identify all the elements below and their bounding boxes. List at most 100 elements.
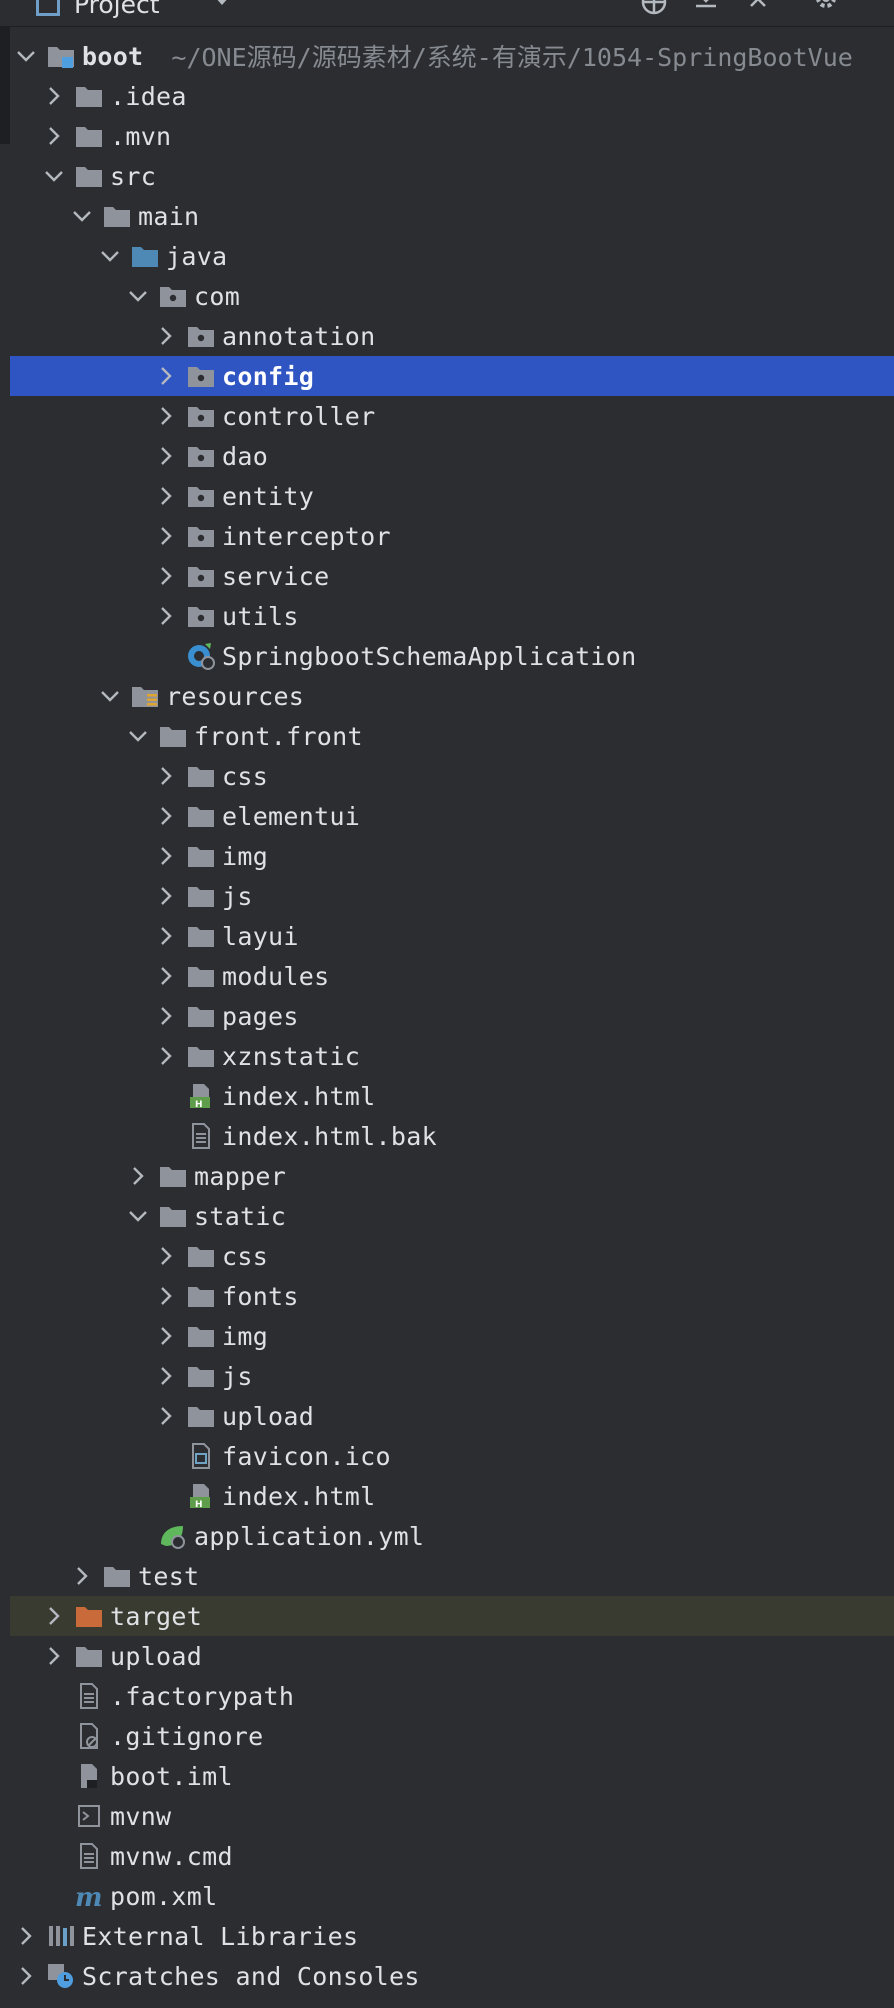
- chevron-right-icon[interactable]: [150, 1396, 186, 1436]
- project-tree[interactable]: boot~/ONE源码/源码素材/系统-有演示/1054-SpringBootV…: [10, 36, 894, 1996]
- chevron-right-icon[interactable]: [150, 436, 186, 476]
- chevron-down-icon[interactable]: [66, 196, 102, 236]
- chevron-down-icon[interactable]: [214, 0, 230, 5]
- tree-node[interactable]: config: [10, 356, 894, 396]
- tool-window-title[interactable]: Project: [74, 0, 160, 19]
- tree-node[interactable]: dao: [10, 436, 894, 476]
- tree-node[interactable]: .factorypath: [10, 1676, 894, 1716]
- chevron-right-icon[interactable]: [66, 1556, 102, 1596]
- module-folder-icon: [46, 36, 76, 76]
- tree-node[interactable]: elementui: [10, 796, 894, 836]
- tree-node[interactable]: main: [10, 196, 894, 236]
- tree-node[interactable]: .gitignore: [10, 1716, 894, 1756]
- tree-node[interactable]: boot~/ONE源码/源码素材/系统-有演示/1054-SpringBootV…: [10, 36, 894, 76]
- tree-node[interactable]: resources: [10, 676, 894, 716]
- chevron-right-icon[interactable]: [150, 996, 186, 1036]
- chevron-right-icon[interactable]: [38, 1596, 74, 1636]
- chevron-right-icon[interactable]: [38, 76, 74, 116]
- tree-node[interactable]: favicon.ico: [10, 1436, 894, 1476]
- chevron-down-icon[interactable]: [94, 676, 130, 716]
- chevron-right-icon[interactable]: [150, 316, 186, 356]
- tree-node[interactable]: controller: [10, 396, 894, 436]
- tree-node[interactable]: img: [10, 836, 894, 876]
- tree-node[interactable]: External Libraries: [10, 1916, 894, 1956]
- tree-node[interactable]: mapper: [10, 1156, 894, 1196]
- folder-icon: [158, 716, 188, 756]
- chevron-right-icon[interactable]: [150, 516, 186, 556]
- gear-icon[interactable]: [812, 0, 840, 20]
- tree-node[interactable]: index.html.bak: [10, 1116, 894, 1156]
- tree-node[interactable]: js: [10, 876, 894, 916]
- chevron-right-icon[interactable]: [150, 476, 186, 516]
- tree-spacer: [38, 1836, 74, 1876]
- tree-node[interactable]: modules: [10, 956, 894, 996]
- chevron-right-icon[interactable]: [10, 1916, 46, 1956]
- tree-node[interactable]: target: [10, 1596, 894, 1636]
- left-gutter: [0, 26, 10, 144]
- chevron-right-icon[interactable]: [150, 1236, 186, 1276]
- chevron-right-icon[interactable]: [150, 396, 186, 436]
- tree-node[interactable]: annotation: [10, 316, 894, 356]
- tree-node[interactable]: front.front: [10, 716, 894, 756]
- chevron-right-icon[interactable]: [38, 1636, 74, 1676]
- tree-node[interactable]: .idea: [10, 76, 894, 116]
- tree-node[interactable]: css: [10, 756, 894, 796]
- chevron-right-icon[interactable]: [150, 356, 186, 396]
- collapse-all-icon[interactable]: [744, 0, 772, 20]
- chevron-right-icon[interactable]: [150, 956, 186, 996]
- tree-node[interactable]: pages: [10, 996, 894, 1036]
- tree-node[interactable]: upload: [10, 1396, 894, 1436]
- chevron-right-icon[interactable]: [150, 556, 186, 596]
- tree-node[interactable]: js: [10, 1356, 894, 1396]
- tree-node[interactable]: Scratches and Consoles: [10, 1956, 894, 1996]
- tree-node[interactable]: src: [10, 156, 894, 196]
- chevron-right-icon[interactable]: [150, 836, 186, 876]
- tree-node[interactable]: interceptor: [10, 516, 894, 556]
- expand-all-icon[interactable]: [692, 0, 720, 20]
- tree-node[interactable]: mvnw.cmd: [10, 1836, 894, 1876]
- tree-node[interactable]: boot.iml: [10, 1756, 894, 1796]
- tree-node[interactable]: entity: [10, 476, 894, 516]
- chevron-down-icon[interactable]: [122, 1196, 158, 1236]
- tree-node[interactable]: img: [10, 1316, 894, 1356]
- tree-node[interactable]: static: [10, 1196, 894, 1236]
- tree-node[interactable]: .mvn: [10, 116, 894, 156]
- chevron-right-icon[interactable]: [150, 1036, 186, 1076]
- tree-node[interactable]: service: [10, 556, 894, 596]
- tree-node[interactable]: utils: [10, 596, 894, 636]
- chevron-right-icon[interactable]: [150, 876, 186, 916]
- chevron-right-icon[interactable]: [150, 756, 186, 796]
- tree-node[interactable]: fonts: [10, 1276, 894, 1316]
- chevron-down-icon[interactable]: [10, 36, 46, 76]
- chevron-down-icon[interactable]: [122, 276, 158, 316]
- chevron-right-icon[interactable]: [122, 1156, 158, 1196]
- tree-node[interactable]: SpringbootSchemaApplication: [10, 636, 894, 676]
- chevron-right-icon[interactable]: [150, 916, 186, 956]
- tree-node-label: fonts: [222, 1281, 299, 1311]
- chevron-right-icon[interactable]: [150, 796, 186, 836]
- tree-node[interactable]: test: [10, 1556, 894, 1596]
- gitignore-file-icon: [74, 1716, 104, 1756]
- hide-icon[interactable]: [864, 0, 892, 20]
- tree-node[interactable]: upload: [10, 1636, 894, 1676]
- chevron-right-icon[interactable]: [150, 1356, 186, 1396]
- tree-node[interactable]: xznstatic: [10, 1036, 894, 1076]
- chevron-right-icon[interactable]: [150, 1276, 186, 1316]
- chevron-right-icon[interactable]: [150, 1316, 186, 1356]
- locate-icon[interactable]: [640, 0, 668, 20]
- tree-node[interactable]: mvnw: [10, 1796, 894, 1836]
- tree-node[interactable]: com: [10, 276, 894, 316]
- chevron-right-icon[interactable]: [10, 1956, 46, 1996]
- tree-node[interactable]: layui: [10, 916, 894, 956]
- tree-node[interactable]: java: [10, 236, 894, 276]
- chevron-down-icon[interactable]: [94, 236, 130, 276]
- chevron-right-icon[interactable]: [38, 116, 74, 156]
- chevron-right-icon[interactable]: [150, 596, 186, 636]
- chevron-down-icon[interactable]: [38, 156, 74, 196]
- tree-node[interactable]: css: [10, 1236, 894, 1276]
- chevron-down-icon[interactable]: [122, 716, 158, 756]
- tree-node[interactable]: application.yml: [10, 1516, 894, 1556]
